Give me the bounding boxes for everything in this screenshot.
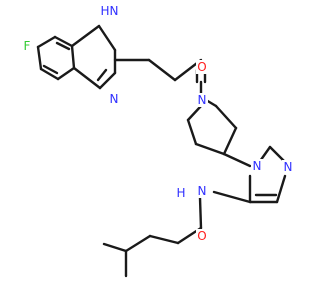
svg-text:N: N — [110, 4, 119, 18]
svg-text:N: N — [198, 184, 207, 198]
bond-layer — [36, 24, 287, 278]
bond-double — [55, 41, 71, 51]
bond — [222, 152, 252, 168]
bond — [70, 24, 101, 48]
atom-n-pyrazole-2: N — [282, 160, 294, 174]
svg-text:N: N — [198, 93, 207, 107]
bond — [72, 66, 102, 90]
atom-o-amide: O — [196, 229, 208, 243]
bond — [186, 118, 198, 146]
bond-double — [96, 68, 108, 82]
atom-h-amide: H — [176, 186, 186, 200]
bond — [53, 35, 74, 48]
bond — [70, 44, 76, 70]
atom-n-pyrazole-1: N — [251, 159, 263, 173]
bond — [97, 24, 117, 52]
bond — [124, 234, 152, 253]
svg-text:N: N — [110, 92, 119, 106]
atom-nh-n: N — [109, 4, 119, 18]
molecule-structure-diagram: F H N N O N N N — [21, 4, 294, 278]
atom-label-layer: F H N N O N N N — [21, 4, 294, 243]
bond — [275, 174, 287, 204]
bond — [147, 58, 177, 82]
atom-o-ketone: O — [196, 60, 208, 74]
svg-text:H: H — [100, 4, 109, 18]
bond — [148, 234, 180, 245]
svg-text:O: O — [197, 60, 206, 74]
bond — [102, 242, 128, 253]
svg-text:F: F — [24, 39, 31, 53]
svg-text:N: N — [284, 160, 293, 174]
bond — [198, 196, 203, 230]
svg-text:O: O — [197, 229, 206, 243]
atom-nh-h: H — [100, 4, 110, 18]
bond — [36, 45, 43, 71]
bond — [212, 190, 252, 204]
bond — [56, 66, 76, 81]
bond-double — [42, 64, 59, 75]
bond — [39, 67, 60, 81]
atom-n-imidazole: N — [108, 92, 120, 106]
bond — [222, 126, 238, 156]
svg-text:N: N — [253, 159, 262, 173]
atom-n-amide: N — [196, 184, 208, 198]
bond — [194, 142, 226, 156]
svg-text:H: H — [176, 186, 185, 200]
atom-n-piperidine: N — [196, 93, 208, 107]
atom-f: F — [21, 39, 33, 53]
bond-f-c — [36, 35, 57, 49]
bond — [268, 145, 287, 164]
bond — [214, 104, 238, 130]
bond — [98, 71, 117, 90]
bond — [186, 104, 203, 122]
